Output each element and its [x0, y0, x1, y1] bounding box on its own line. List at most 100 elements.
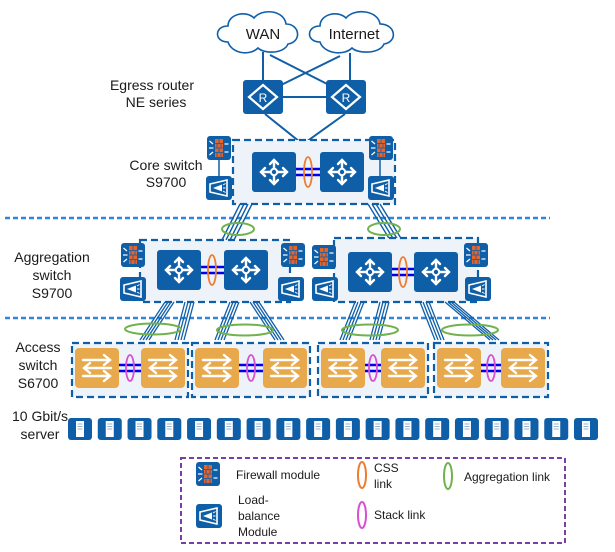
access-switch — [435, 346, 483, 390]
core-label-1: Core switch — [129, 157, 202, 173]
aggregation-label-3: S9700 — [32, 285, 73, 301]
firewall-module-icon — [206, 135, 232, 161]
load-balance-module-icon — [205, 175, 233, 201]
legend-css-link-icon — [357, 461, 367, 489]
css-link — [207, 254, 217, 286]
firewall-module-icon — [463, 242, 489, 268]
firewall-module-icon — [311, 244, 337, 270]
egress-label-1: Egress router — [110, 77, 194, 93]
stack-link — [368, 354, 378, 382]
stack-link — [246, 354, 256, 382]
server-icon — [305, 417, 331, 441]
server-icon — [97, 417, 123, 441]
server-icon — [543, 417, 569, 441]
access-switch-stacks — [70, 341, 550, 399]
server-icon — [216, 417, 242, 441]
load-balance-module-icon — [464, 276, 492, 302]
aggregation-access-links — [139, 301, 500, 341]
aggregation-link — [221, 222, 255, 236]
access-switch — [139, 346, 187, 390]
access-switch — [499, 346, 547, 390]
aggregation-link — [124, 322, 182, 336]
access-stack — [432, 341, 550, 399]
server-icon — [186, 417, 212, 441]
legend-load-balance-label-1: Load- — [238, 493, 269, 507]
access-label-3: S6700 — [18, 375, 59, 391]
server-icon — [67, 417, 93, 441]
firewall-module-icon — [120, 242, 146, 268]
aggregation-link — [441, 323, 499, 337]
legend-load-balance-label-2: balance — [238, 509, 280, 523]
egress-label-2: NE series — [126, 94, 187, 110]
legend-firewall-label: Firewall module — [236, 468, 320, 482]
egress-router-left — [241, 78, 285, 116]
server-icon — [454, 417, 480, 441]
aggregation-link — [341, 323, 399, 337]
aggregation-cluster-left — [119, 238, 306, 304]
access-stack — [70, 341, 190, 399]
access-label-2: switch — [19, 357, 58, 373]
wan-internet-links — [262, 52, 351, 143]
server-icon — [514, 417, 539, 441]
server-icon — [573, 417, 599, 441]
legend-load-balance-icon — [195, 503, 223, 529]
aggregation-switch — [412, 250, 460, 294]
aggregation-label-1: Aggregation — [14, 249, 90, 265]
wan-label: WAN — [246, 26, 280, 43]
legend-css-label-1: CSS — [374, 461, 399, 475]
wan-cloud: WAN — [216, 11, 299, 54]
firewall-module-icon — [280, 242, 306, 268]
server-icon — [365, 417, 391, 441]
legend-stack-label: Stack link — [374, 508, 426, 522]
load-balance-module-icon — [311, 276, 339, 302]
legend-aggregation-label: Aggregation link — [464, 470, 551, 484]
legend: Firewall module Load- balance Module CSS… — [180, 457, 566, 544]
aggregation-link — [216, 323, 274, 337]
legend-stack-link-icon — [357, 501, 367, 529]
server-row — [67, 417, 599, 441]
access-switch — [379, 346, 427, 390]
aggregation-switch — [155, 248, 203, 292]
legend-load-balance-label-3: Module — [238, 525, 278, 539]
internet-cloud: Internet — [308, 11, 395, 54]
core-switch-right — [318, 150, 366, 194]
access-stack — [190, 341, 312, 399]
load-balance-module-icon — [119, 276, 147, 302]
firewall-module-icon — [368, 135, 394, 161]
legend-firewall-icon — [195, 461, 221, 487]
stack-link — [486, 354, 496, 382]
server-label-2: server — [21, 426, 60, 442]
core-switch-cluster — [205, 135, 397, 206]
server-icon — [156, 417, 182, 441]
legend-aggregation-link-icon — [443, 462, 453, 490]
aggregation-cluster-right — [311, 236, 492, 304]
aggregation-link — [367, 222, 401, 236]
access-stack — [316, 341, 430, 399]
server-icon — [275, 417, 301, 441]
stack-link — [125, 354, 135, 382]
access-switch — [73, 346, 121, 390]
access-label-1: Access — [15, 339, 60, 355]
css-link — [303, 156, 313, 188]
server-icon — [484, 417, 510, 441]
internet-label: Internet — [329, 26, 381, 43]
legend-css-label-2: link — [374, 477, 393, 491]
access-switch — [319, 346, 367, 390]
server-icon — [394, 417, 420, 441]
load-balance-module-icon — [367, 175, 395, 201]
server-icon — [127, 417, 152, 441]
server-icon — [335, 417, 361, 441]
load-balance-module-icon — [277, 276, 305, 302]
server-label-1: 10 Gbit/s — [12, 408, 68, 424]
core-switch-left — [250, 150, 298, 194]
aggregation-switch — [346, 250, 394, 294]
server-icon — [424, 417, 450, 441]
aggregation-label-2: switch — [33, 267, 72, 283]
access-switch — [261, 346, 309, 390]
server-icon — [246, 417, 272, 441]
core-label-2: S9700 — [146, 174, 187, 190]
egress-router-right — [324, 78, 368, 116]
css-link — [398, 256, 408, 288]
access-switch — [193, 346, 241, 390]
